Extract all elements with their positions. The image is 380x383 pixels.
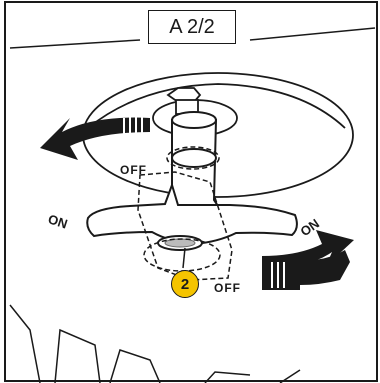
off-label-upper: OFF bbox=[120, 163, 147, 177]
callout-badge: 2 bbox=[171, 270, 199, 298]
callout-number: 2 bbox=[181, 276, 189, 293]
step-label-box: A 2/2 bbox=[148, 10, 236, 44]
off-label-lower: OFF bbox=[214, 281, 241, 295]
step-label: A 2/2 bbox=[169, 16, 215, 39]
